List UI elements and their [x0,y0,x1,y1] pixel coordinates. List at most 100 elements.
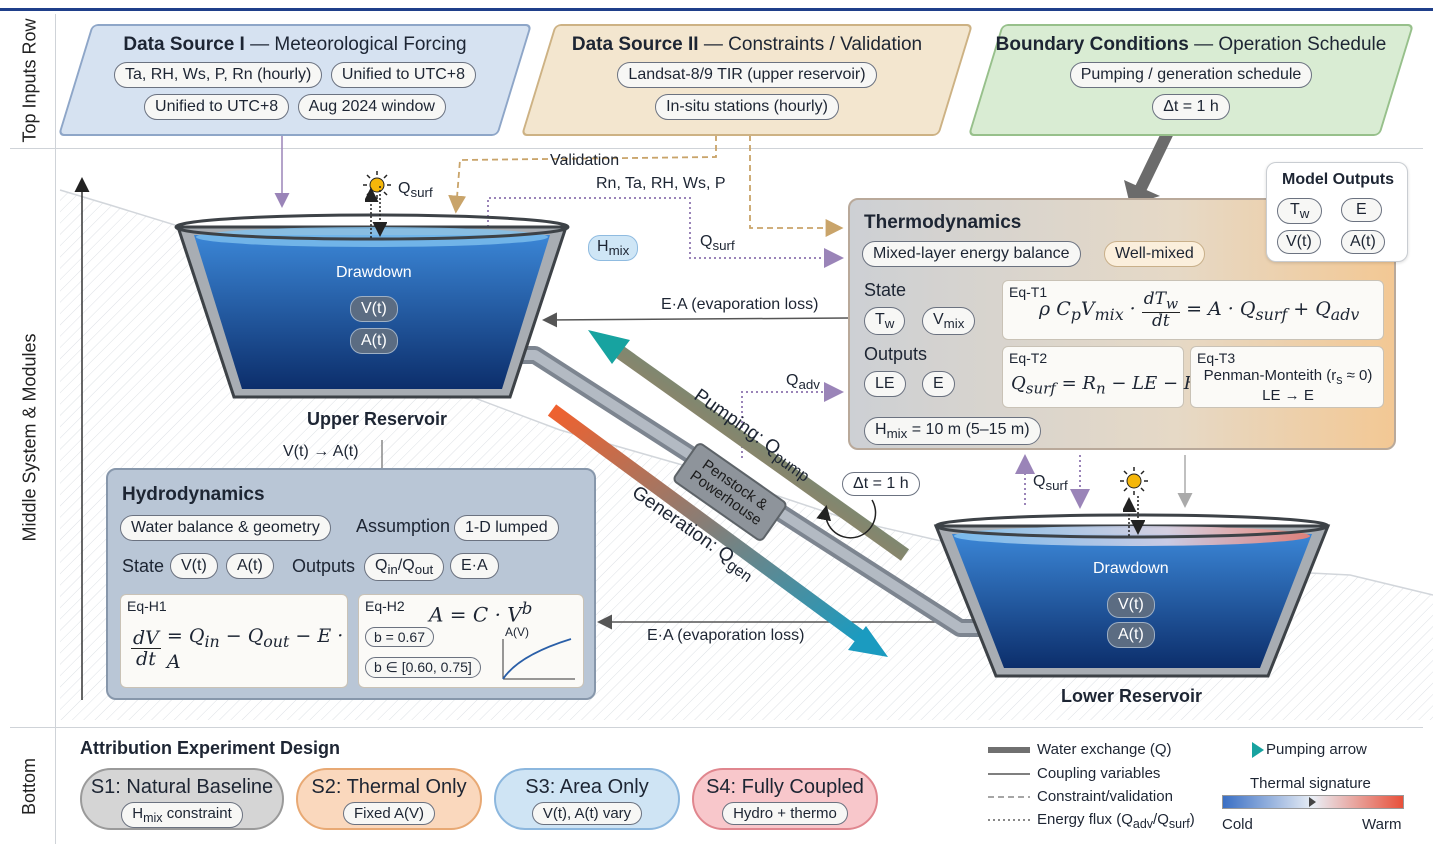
evap-upper-label: E·A (evaporation loss) [661,296,819,313]
qadv-label: Qadv [786,372,820,393]
output-e-pill: E [1341,198,1382,222]
hydro-outputs-label: Outputs [292,556,356,576]
qin-qout-pill: Qin/Qout [364,553,445,582]
well-mixed-pill: Well-mixed [1104,241,1205,267]
data-source-2-title: Data Source II — Constraints / Validatio… [571,34,923,55]
attribution-title: Attribution Experiment Design [80,738,341,758]
water-balance-pill: Water balance & geometry [120,515,331,541]
scenario-s4-pill: Hydro + thermo [722,802,848,825]
eq-t2-box: Eq-T2 Qsurf = Rn − LE − H [1002,346,1199,408]
eq-h1-label: Eq-H1 [127,598,167,614]
upper-reservoir-title: Upper Reservoir [307,409,448,429]
assumption-label: Assumption [356,516,451,536]
schedule-pill: Pumping / generation schedule [1069,62,1313,88]
legend-cold: Cold [1222,816,1253,833]
thermo-outputs-label: Outputs [864,344,928,364]
landsat-pill: Landsat-8/9 TIR (upper reservoir) [617,62,877,88]
legend-thermal-signature: Thermal signature [1250,775,1371,792]
eq-t3-text: Penman-Monteith (rs ≈ 0) [1203,367,1373,387]
eq-h2-label: Eq-H2 [365,598,405,614]
eq-t3-label: Eq-T3 [1197,350,1236,366]
top-rule [0,8,1433,11]
upper-hmix-pill: Hmix [588,235,639,262]
eq-t2-label: Eq-T2 [1009,350,1048,366]
eq-t3-box: Eq-T3 Penman-Monteith (rs ≈ 0) LE → E [1190,346,1384,408]
upper-surface-flux-icon [363,182,388,242]
b-value-pill: b = 0.67 [365,627,434,647]
utc-pill: Unified to UTC+8 [330,62,477,88]
utc-pill: Unified to UTC+8 [144,94,290,120]
qsurf-label: Qsurf [700,233,735,254]
lower-qsurf-label: Qsurf [1033,473,1068,494]
upper-volume-pill: V(t) [350,296,398,322]
eq-t1-label: Eq-T1 [1009,284,1048,300]
boundary-conditions-box: Boundary Conditions — Operation Schedule… [967,24,1415,136]
eq-h2-box: Eq-H2 A = C · Vb b = 0.67 b ∈ [0.60, 0.7… [358,594,584,688]
sun-icon [1119,466,1149,496]
hmix-range-pill: Hmix = 10 m (5–15 m) [864,417,1041,446]
data-source-1-title: Data Source I — Meteorological Forcing [123,34,467,55]
scenario-s2-pill: Fixed A(V) [342,802,436,825]
window-pill: Aug 2024 window [297,94,446,120]
thermodynamics-title: Thermodynamics [864,212,1022,233]
scenario-s3-title: S3: Area Only [525,776,649,798]
lower-area-pill: A(t) [1107,622,1155,648]
legend-coupling: Coupling variables [1037,765,1161,782]
validation-label: Validation [550,152,620,169]
eq-t2-formula: Qsurf = Rn − LE − H [1011,373,1200,398]
hydrodynamics-title: Hydrodynamics [122,484,265,505]
hydro-state-label: State [122,556,165,576]
lower-surface-flux-icon [1121,492,1146,540]
tw-pill: Tw [864,307,906,336]
scenario-s4: S4: Fully Coupled Hydro + thermo [692,768,878,830]
data-source-2-box: Data Source II — Constraints / Validatio… [520,24,974,136]
thermal-marker-icon [1309,797,1316,807]
scenario-s1-title: S1: Natural Baseline [90,776,274,798]
thermo-state-label: State [864,280,907,300]
upper-area-pill: A(t) [350,328,398,354]
legend-energy: Energy flux (Qadv/Qsurf) [1037,811,1195,831]
scenario-s4-title: S4: Fully Coupled [706,776,864,798]
timestep-pill: Δt = 1 h [1152,94,1230,120]
v-to-a-label: V(t) → A(t) [283,443,359,460]
lower-drawdown-label: Drawdown [1093,560,1169,577]
eq-h2-formula: A = C · Vb [429,599,533,627]
forcing-vars-label: Rn, Ta, RH, Ws, P [596,175,726,192]
column-separator [55,14,56,844]
scenario-s2: S2: Thermal Only Fixed A(V) [296,768,482,830]
vmix-pill: Vmix [922,307,976,336]
output-v-pill: V(t) [1277,230,1321,254]
scenario-s3-pill: V(t), A(t) vary [531,802,643,825]
b-range-pill: b ∈ [0.60, 0.75] [365,657,481,678]
av-curve-plot: A(V) [499,625,577,683]
legend-water-exchange: Water exchange (Q) [1037,741,1172,758]
upper-drawdown-label: Drawdown [336,264,412,281]
output-a-pill: A(t) [1341,230,1385,254]
row-separator [10,727,1423,728]
lumped-pill: 1-D lumped [454,515,559,541]
scenario-s2-title: S2: Thermal Only [311,776,467,798]
eq-t3-text-2: LE → E [1262,387,1314,404]
model-outputs-box: Model Outputs Tw E V(t) A(t) [1266,162,1408,262]
loop-timestep-pill: Δt = 1 h [842,472,920,496]
evap-lower-label: E·A (evaporation loss) [647,627,805,644]
lower-reservoir-title: Lower Reservoir [1061,686,1203,706]
scenario-s1: S1: Natural Baseline Hmix constraint [80,768,284,830]
legend-warm: Warm [1362,816,1402,833]
le-pill: LE [864,371,906,397]
legend-swatches [988,742,1264,821]
upper-qsurf-label: Qsurf [398,180,433,201]
scenario-s3: S3: Area Only V(t), A(t) vary [494,768,680,830]
lower-volume-pill: V(t) [1107,592,1155,618]
scenario-s1-pill: Hmix constraint [121,802,243,828]
boundary-title: Boundary Conditions — Operation Schedule [995,34,1387,55]
e-pill: E [922,371,955,397]
legend-pumping-arrow: Pumping arrow [1266,741,1367,758]
output-tw-pill: Tw [1277,198,1323,225]
insitu-pill: In-situ stations (hourly) [655,94,839,120]
thermodynamics-box: Thermodynamics Mixed-layer energy balanc… [848,198,1396,450]
